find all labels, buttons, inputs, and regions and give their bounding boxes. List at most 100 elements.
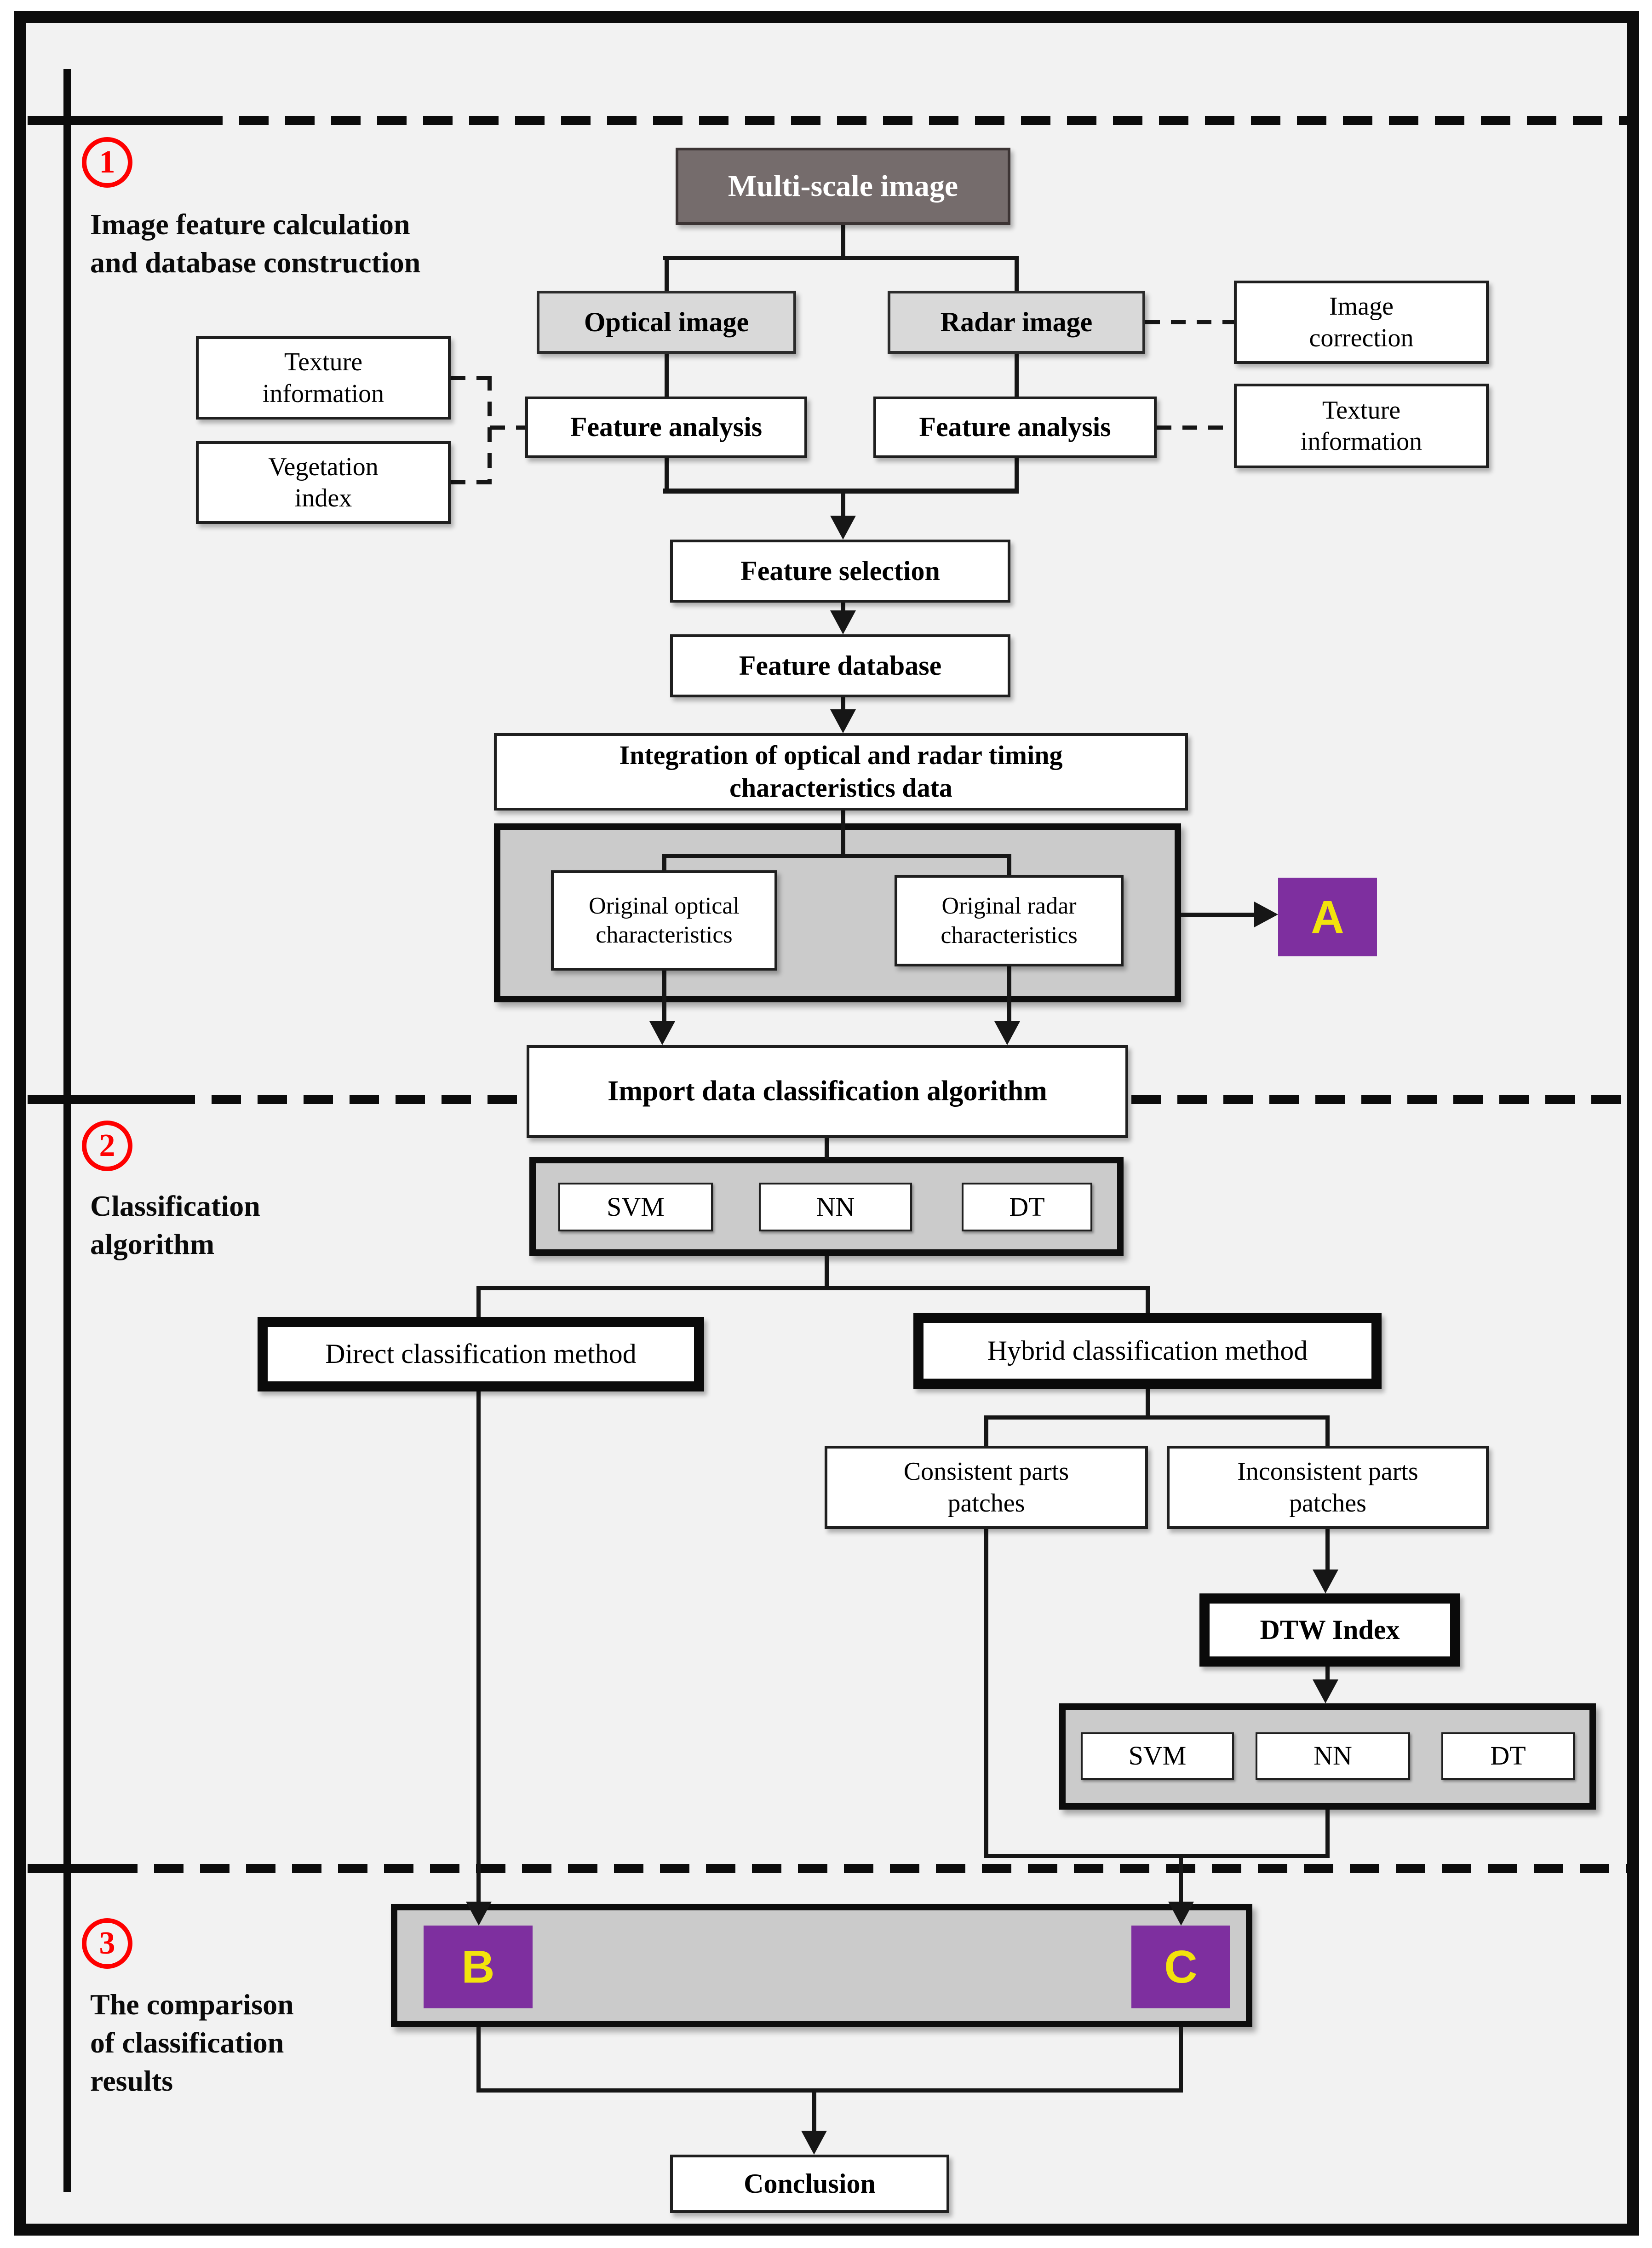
section-2-title: Classification algorithm xyxy=(90,1190,260,1261)
node-original-radar-characteristics: Original radar characteristics xyxy=(895,875,1124,966)
connector xyxy=(812,2088,816,2135)
node-image-correction: Image correction xyxy=(1234,281,1489,364)
connector xyxy=(1325,1415,1330,1446)
arrow-down-icon xyxy=(466,1902,492,1926)
section-1-number-text: 1 xyxy=(99,144,115,180)
arrow-down-icon xyxy=(1168,1902,1194,1926)
arrow-down-icon xyxy=(830,610,856,634)
arrow-down-icon xyxy=(994,1021,1020,1045)
connector xyxy=(476,2027,481,2093)
connector xyxy=(841,489,845,520)
node-feature-analysis-optical: Feature analysis xyxy=(525,397,807,458)
node-vegetation-index: Vegetation index xyxy=(196,441,451,524)
connector xyxy=(1015,458,1019,493)
section-1-number: 1 xyxy=(82,137,132,188)
node-svm-bottom: SVM xyxy=(1081,1732,1234,1780)
marker-b: B xyxy=(424,1926,533,2008)
dashed-connector xyxy=(1145,320,1235,324)
dashed-connector xyxy=(488,376,492,484)
node-direct-classification-method: Direct classification method xyxy=(258,1317,704,1391)
connector xyxy=(841,603,845,615)
left-axis-rule xyxy=(63,69,71,2192)
dashed-connector xyxy=(1157,425,1235,430)
arrow-down-icon xyxy=(1313,1679,1338,1703)
node-dt-bottom: DT xyxy=(1441,1732,1575,1780)
connector xyxy=(984,1854,1330,1858)
marker-a: A xyxy=(1278,878,1377,956)
node-optical-image: Optical image xyxy=(537,291,796,354)
arrow-down-icon xyxy=(649,1021,675,1045)
node-conclusion: Conclusion xyxy=(670,2155,949,2213)
section-2-number: 2 xyxy=(82,1121,132,1171)
connector xyxy=(1325,1529,1330,1574)
section-divider-2-solid xyxy=(28,1095,166,1104)
connector xyxy=(1325,1810,1330,1857)
connector xyxy=(476,1391,481,1906)
node-feature-selection: Feature selection xyxy=(670,540,1010,603)
results-container xyxy=(391,1904,1252,2027)
connector xyxy=(841,697,845,714)
node-hybrid-classification-method: Hybrid classification method xyxy=(913,1313,1382,1389)
connector xyxy=(841,811,845,857)
connector xyxy=(1146,1389,1150,1419)
arrow-right-icon xyxy=(1254,902,1278,927)
connector xyxy=(663,489,1019,494)
section-3-title: The comparison of classification results xyxy=(90,1988,294,2098)
connector xyxy=(1181,913,1257,917)
arrow-down-icon xyxy=(801,2131,827,2155)
node-feature-analysis-radar: Feature analysis xyxy=(873,397,1157,458)
section-1-title: Image feature calculation and database c… xyxy=(90,208,421,279)
connector xyxy=(1179,1854,1183,1906)
connector xyxy=(662,854,1011,858)
node-feature-database: Feature database xyxy=(670,634,1010,697)
section-divider-1-solid xyxy=(28,116,193,125)
connector xyxy=(1179,2027,1183,2093)
connector xyxy=(665,352,669,398)
connector xyxy=(1007,854,1011,877)
node-inconsistent-parts-patches: Inconsistent parts patches xyxy=(1167,1446,1489,1529)
dashed-connector xyxy=(490,425,527,430)
connector xyxy=(825,1138,829,1159)
connector xyxy=(825,1256,829,1290)
connector xyxy=(476,2088,1183,2093)
arrow-down-icon xyxy=(830,709,856,733)
section-3-number-text: 3 xyxy=(99,1926,115,1961)
arrow-down-icon xyxy=(830,516,856,540)
section-divider-3-dashed xyxy=(108,1864,1630,1873)
node-radar-image: Radar image xyxy=(888,291,1145,354)
node-dtw-index: DTW Index xyxy=(1199,1593,1460,1667)
connector xyxy=(662,971,666,1026)
dashed-connector xyxy=(451,480,493,484)
connector xyxy=(1007,966,1011,1026)
node-integration: Integration of optical and radar timing … xyxy=(494,733,1188,811)
node-multi-scale-image: Multi-scale image xyxy=(676,148,1010,225)
node-original-optical-characteristics: Original optical characteristics xyxy=(551,870,777,971)
node-svm-top: SVM xyxy=(558,1183,713,1231)
section-3-number: 3 xyxy=(82,1918,132,1969)
node-texture-information-left: Texture information xyxy=(196,336,451,420)
node-consistent-parts-patches: Consistent parts patches xyxy=(825,1446,1148,1529)
connector xyxy=(1325,1667,1330,1684)
connector xyxy=(476,1286,1150,1290)
connector xyxy=(1146,1286,1150,1313)
connector xyxy=(665,458,669,493)
connector xyxy=(662,854,666,872)
node-texture-information-right: Texture information xyxy=(1234,384,1489,468)
connector xyxy=(984,1415,988,1446)
marker-c: C xyxy=(1131,1926,1230,2008)
section-divider-1-dashed xyxy=(193,116,1630,125)
arrow-down-icon xyxy=(1313,1570,1338,1593)
connector xyxy=(1015,352,1019,398)
node-import-data-classification-algorithm: Import data classification algorithm xyxy=(527,1045,1128,1138)
connector xyxy=(841,225,845,259)
connector xyxy=(984,1415,1330,1420)
section-2-number-text: 2 xyxy=(99,1128,115,1163)
connector xyxy=(663,256,1019,260)
connector xyxy=(984,1529,988,1857)
node-nn-top: NN xyxy=(759,1183,912,1231)
section-divider-3-solid xyxy=(28,1864,108,1873)
connector xyxy=(665,256,669,293)
node-dt-top: DT xyxy=(962,1183,1092,1231)
connector xyxy=(476,1286,481,1317)
